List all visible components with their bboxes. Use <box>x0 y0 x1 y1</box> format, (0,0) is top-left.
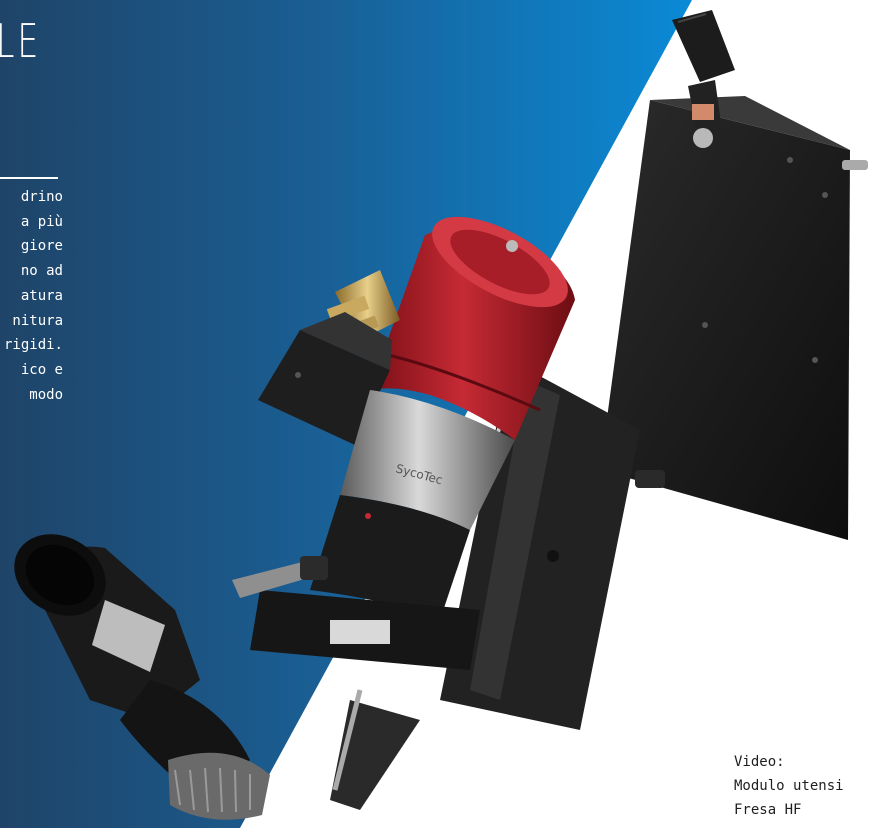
description-line: giore <box>20 238 63 255</box>
spindle-body: SycoTec <box>310 390 515 620</box>
adjustment-knob <box>672 10 735 148</box>
description-line: no ad <box>20 263 63 280</box>
spindle-motor <box>370 216 575 440</box>
description-line: atura <box>20 287 63 304</box>
description-text: drino a più giore no ad atura nitura rig… <box>0 185 63 407</box>
page-title: LE <box>0 14 42 68</box>
video-link-label: Video: <box>734 754 785 770</box>
video-link-subtitle: Fresa HF <box>734 802 802 818</box>
title-divider <box>0 177 58 179</box>
description-line: nitura <box>12 312 63 329</box>
description-line: a più <box>20 213 63 230</box>
description-line: ico e <box>20 361 63 378</box>
mounting-block <box>258 312 392 445</box>
brush-ring <box>168 752 270 820</box>
video-link-title: Modulo utensi <box>734 778 844 794</box>
description-line: rigidi. <box>3 337 63 354</box>
clamp-assembly <box>232 556 480 810</box>
description-line: drino <box>20 189 63 205</box>
description-line: modo <box>29 386 63 403</box>
video-link[interactable]: Video: Modulo utensi Fresa HF <box>734 750 874 822</box>
